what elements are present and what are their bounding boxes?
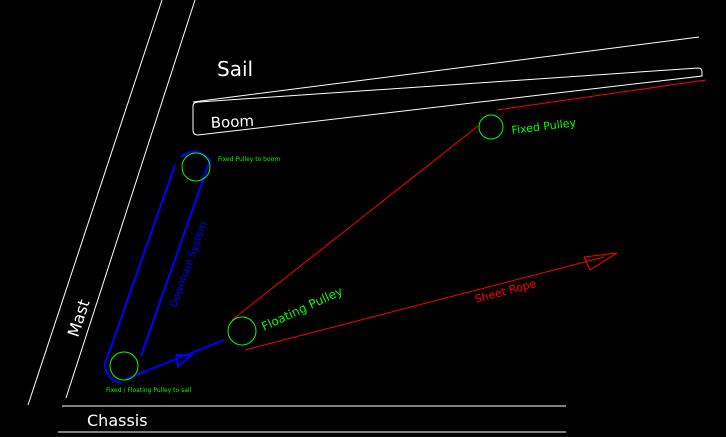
rope-floating-to-fixed [231,125,479,321]
fixed-floating-pulley-to-sail-label: Fixed / Floating Pulley to sail [106,387,192,394]
pulley-floating [227,316,257,346]
boom [192,67,703,136]
fixed-pulley-to-boom-label: Fixed Pulley to boom [218,156,280,163]
mast-label: Mast [64,297,94,339]
downhaul-rope-to-floating [125,339,225,380]
downhaul-arrowhead [175,354,195,368]
sheet-rope-system [231,79,707,351]
mast-line-outer [27,0,163,406]
pulley-fixed-floating-to-sail [109,351,139,381]
boom-label: Boom [210,112,254,132]
chassis-label: Chassis [87,411,148,430]
downhaul-system [103,150,225,384]
mast [27,0,196,406]
downhaul-loop [103,150,212,384]
sail-line [192,36,700,103]
rope-floating-bottom [244,256,605,351]
floating-pulley-label: Floating Pulley [259,284,344,334]
pulley-fixed-to-boom [181,152,211,182]
chassis [58,405,566,433]
sheet-rope-arrowhead [583,252,618,271]
downhaul-system-label: Downhaul System [168,220,209,309]
sail-label: Sail [217,57,253,81]
pulley-fixed [478,114,504,140]
rope-fixed-to-right [496,79,707,111]
pulleys [109,114,504,381]
sheet-rope-label: Sheet Rope [473,277,537,306]
fixed-pulley-label: Fixed Pulley [511,116,577,137]
mast-line-inner [65,0,196,399]
